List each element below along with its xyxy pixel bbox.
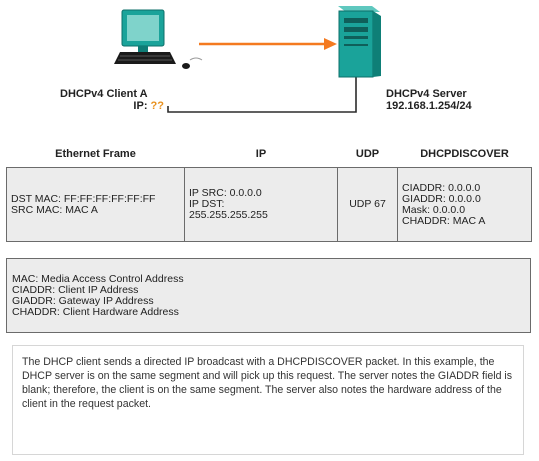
ip-src: IP SRC: 0.0.0.0 (189, 187, 262, 199)
header-ip: IP (184, 141, 338, 168)
ip-dst-label: IP DST: (189, 198, 225, 210)
frame-header-row: Ethernet Frame IP UDP DHCPDISCOVER (6, 141, 532, 168)
frame-table: Ethernet Frame IP UDP DHCPDISCOVER DST M… (6, 141, 532, 242)
header-udp: UDP (337, 141, 398, 168)
dst-mac: DST MAC: FF:FF:FF:FF:FF:FF (11, 192, 156, 205)
mask: Mask: 0.0.0.0 (402, 203, 466, 216)
header-dhcpdiscover: DHCPDISCOVER (397, 141, 532, 168)
chaddr: CHADDR: MAC A (402, 214, 486, 227)
ip-cell: IP SRC: 0.0.0.0 IP DST: 255.255.255.255 (184, 167, 338, 242)
server-ip: 192.168.1.254/24 (386, 100, 472, 112)
giaddr: GIADDR: 0.0.0.0 (402, 192, 481, 205)
description-box: The DHCP client sends a directed IP broa… (12, 345, 524, 455)
legend-item: CHADDR: Client Hardware Address (12, 306, 179, 318)
legend-item: GIADDR: Gateway IP Address (12, 295, 154, 307)
legend-item: MAC: Media Access Control Address (12, 273, 184, 285)
network-link (167, 75, 357, 113)
ethernet-cell: DST MAC: FF:FF:FF:FF:FF:FF SRC MAC: MAC … (6, 167, 185, 242)
src-mac: SRC MAC: MAC A (11, 203, 98, 216)
pc-icon (114, 9, 203, 69)
server-icon (338, 6, 381, 78)
udp-port: UDP 67 (349, 198, 386, 210)
client-label: DHCPv4 Client A (60, 88, 148, 100)
abbreviation-legend: MAC: Media Access Control Address CIADDR… (6, 258, 531, 333)
arrow-icon (199, 38, 337, 50)
client-ip-prefix: IP: (133, 100, 151, 112)
dhcp-cell: CIADDR: 0.0.0.0 GIADDR: 0.0.0.0 Mask: 0.… (397, 167, 532, 242)
ip-dst-value: 255.255.255.255 (189, 209, 268, 221)
description-text: The DHCP client sends a directed IP broa… (22, 356, 513, 410)
frame-data-row: DST MAC: FF:FF:FF:FF:FF:FF SRC MAC: MAC … (6, 167, 532, 242)
network-diagram (114, 6, 381, 113)
header-ethernet: Ethernet Frame (6, 141, 185, 168)
client-ip: IP: ?? (0, 100, 164, 112)
legend-item: CIADDR: Client IP Address (12, 284, 139, 296)
client-ip-unknown: ?? (150, 100, 164, 112)
ciaddr: CIADDR: 0.0.0.0 (402, 181, 481, 194)
udp-cell: UDP 67 (337, 167, 398, 242)
server-label: DHCPv4 Server (386, 88, 467, 100)
